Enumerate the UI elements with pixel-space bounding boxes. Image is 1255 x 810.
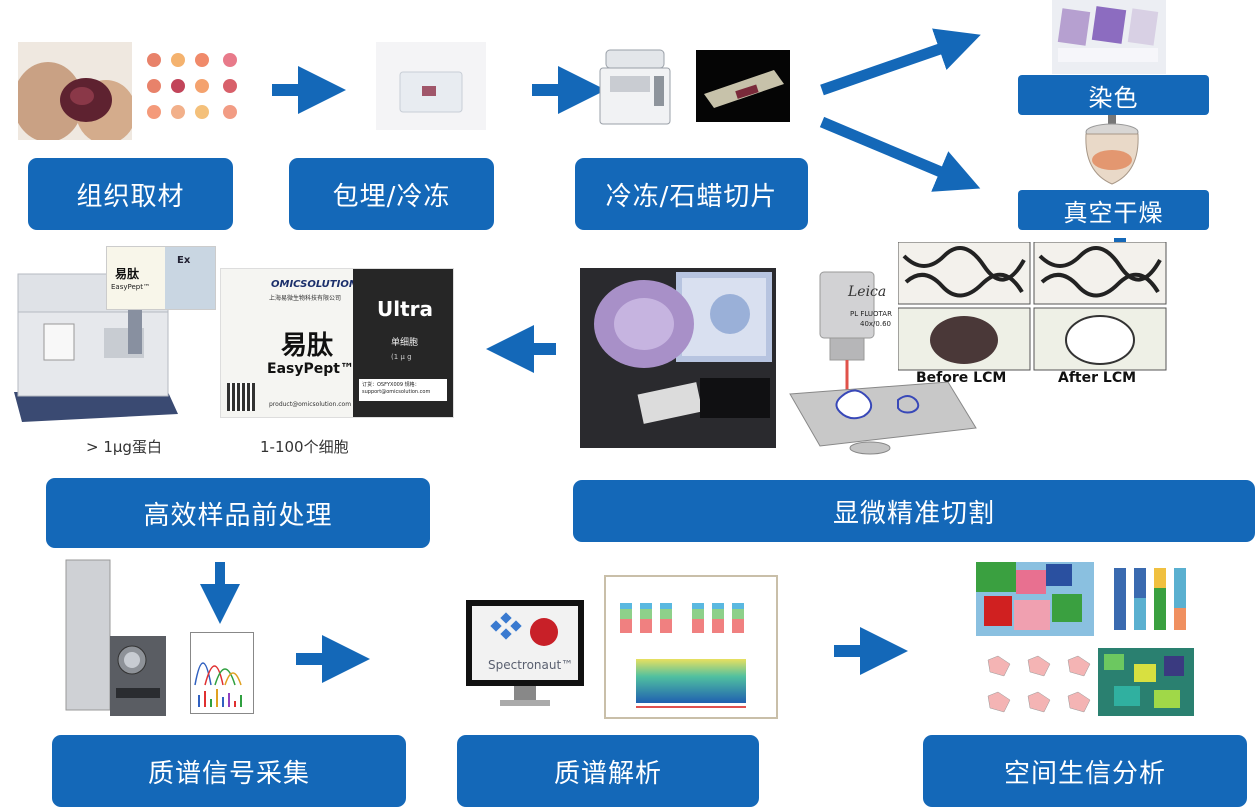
kit-variant-amount: (1 μ g [391,353,412,361]
kit-name-cn: 易肽 [281,331,334,361]
step-ms-analysis: 质谱解析 [457,735,759,807]
lcm-objective-illustration: Leica PL FLUOTAR 40x/0.60 [780,270,980,456]
spectrum-plot [190,632,254,714]
kit-small-en: EasyPept™ [111,283,150,291]
organ-icons [142,50,246,124]
step-staining: 染色 [1018,75,1209,115]
step-embed-freeze: 包埋/冷冻 [289,158,494,230]
tissue-photo [18,42,132,140]
kit-company: 上海易微生物科技有限公司 [269,295,342,302]
vacuum-photo [1078,110,1146,190]
cryostat-photo [596,46,676,128]
step-vacuum-drying: 真空干燥 [1018,190,1209,230]
after-lcm-label: After LCM [1058,370,1137,386]
kit-small-variant: Ex [177,255,191,266]
step-sectioning: 冷冻/石蜡切片 [575,158,808,230]
qr-code [227,383,255,411]
kit-name-en: EasyPept™ [267,361,354,377]
analysis-report [604,575,778,719]
embed-photo [376,42,486,130]
caption-cells: 1-100个细胞 [260,438,349,456]
kit-brand: OMICSOLUTION [271,279,358,290]
liquid-handler-robot [8,264,178,426]
lcm-before-after: Before LCM After LCM [898,242,1168,388]
objective-brand: Leica [848,284,887,300]
kit-contact-2: support@omicsolution.com [362,389,431,395]
kit-variant: Ultra [377,297,434,321]
step-sample-prep: 高效样品前处理 [46,478,430,548]
kit-contact-1: 订货：OSFYX009 规格： [362,382,420,388]
caption-protein: > 1μg蛋白 [86,438,162,456]
kit-small-name: 易肽 [115,267,140,281]
step-ms-acquisition: 质谱信号采集 [52,735,406,807]
stain-photo [1052,0,1166,74]
spatial-analysis-figure [974,560,1214,720]
arrow-section-to-vacuum [819,116,981,192]
spectronaut-monitor: Spectronaut™ [466,600,584,710]
slide-photo [696,50,790,122]
objective-line2: 40x/0.60 [860,320,891,328]
objective-line1: PL FLUOTAR [850,310,892,318]
kit-label: 订货：OSFYX009 规格： support@omicsolution.com [359,379,447,401]
step-laser-microdissection: 显微精准切割 [573,480,1255,542]
kit-box-ultra: OMICSOLUTION 上海易微生物科技有限公司 易肽 EasyPept™ p… [220,268,454,418]
step-tissue-sampling: 组织取材 [28,158,233,230]
kit-box-small: 易肽 EasyPept™ Ex [106,246,216,310]
lcm-microscope-photo [580,268,776,448]
arrow-section-to-stain [820,28,981,96]
before-lcm-label: Before LCM [916,370,1007,386]
kit-email: product@omicsolution.com [269,401,352,408]
mass-spectrometer-photo [62,556,170,722]
kit-variant-cn: 单细胞 [391,338,419,348]
spectronaut-label: Spectronaut™ [488,658,574,672]
step-spatial-bioinformatics: 空间生信分析 [923,735,1247,807]
